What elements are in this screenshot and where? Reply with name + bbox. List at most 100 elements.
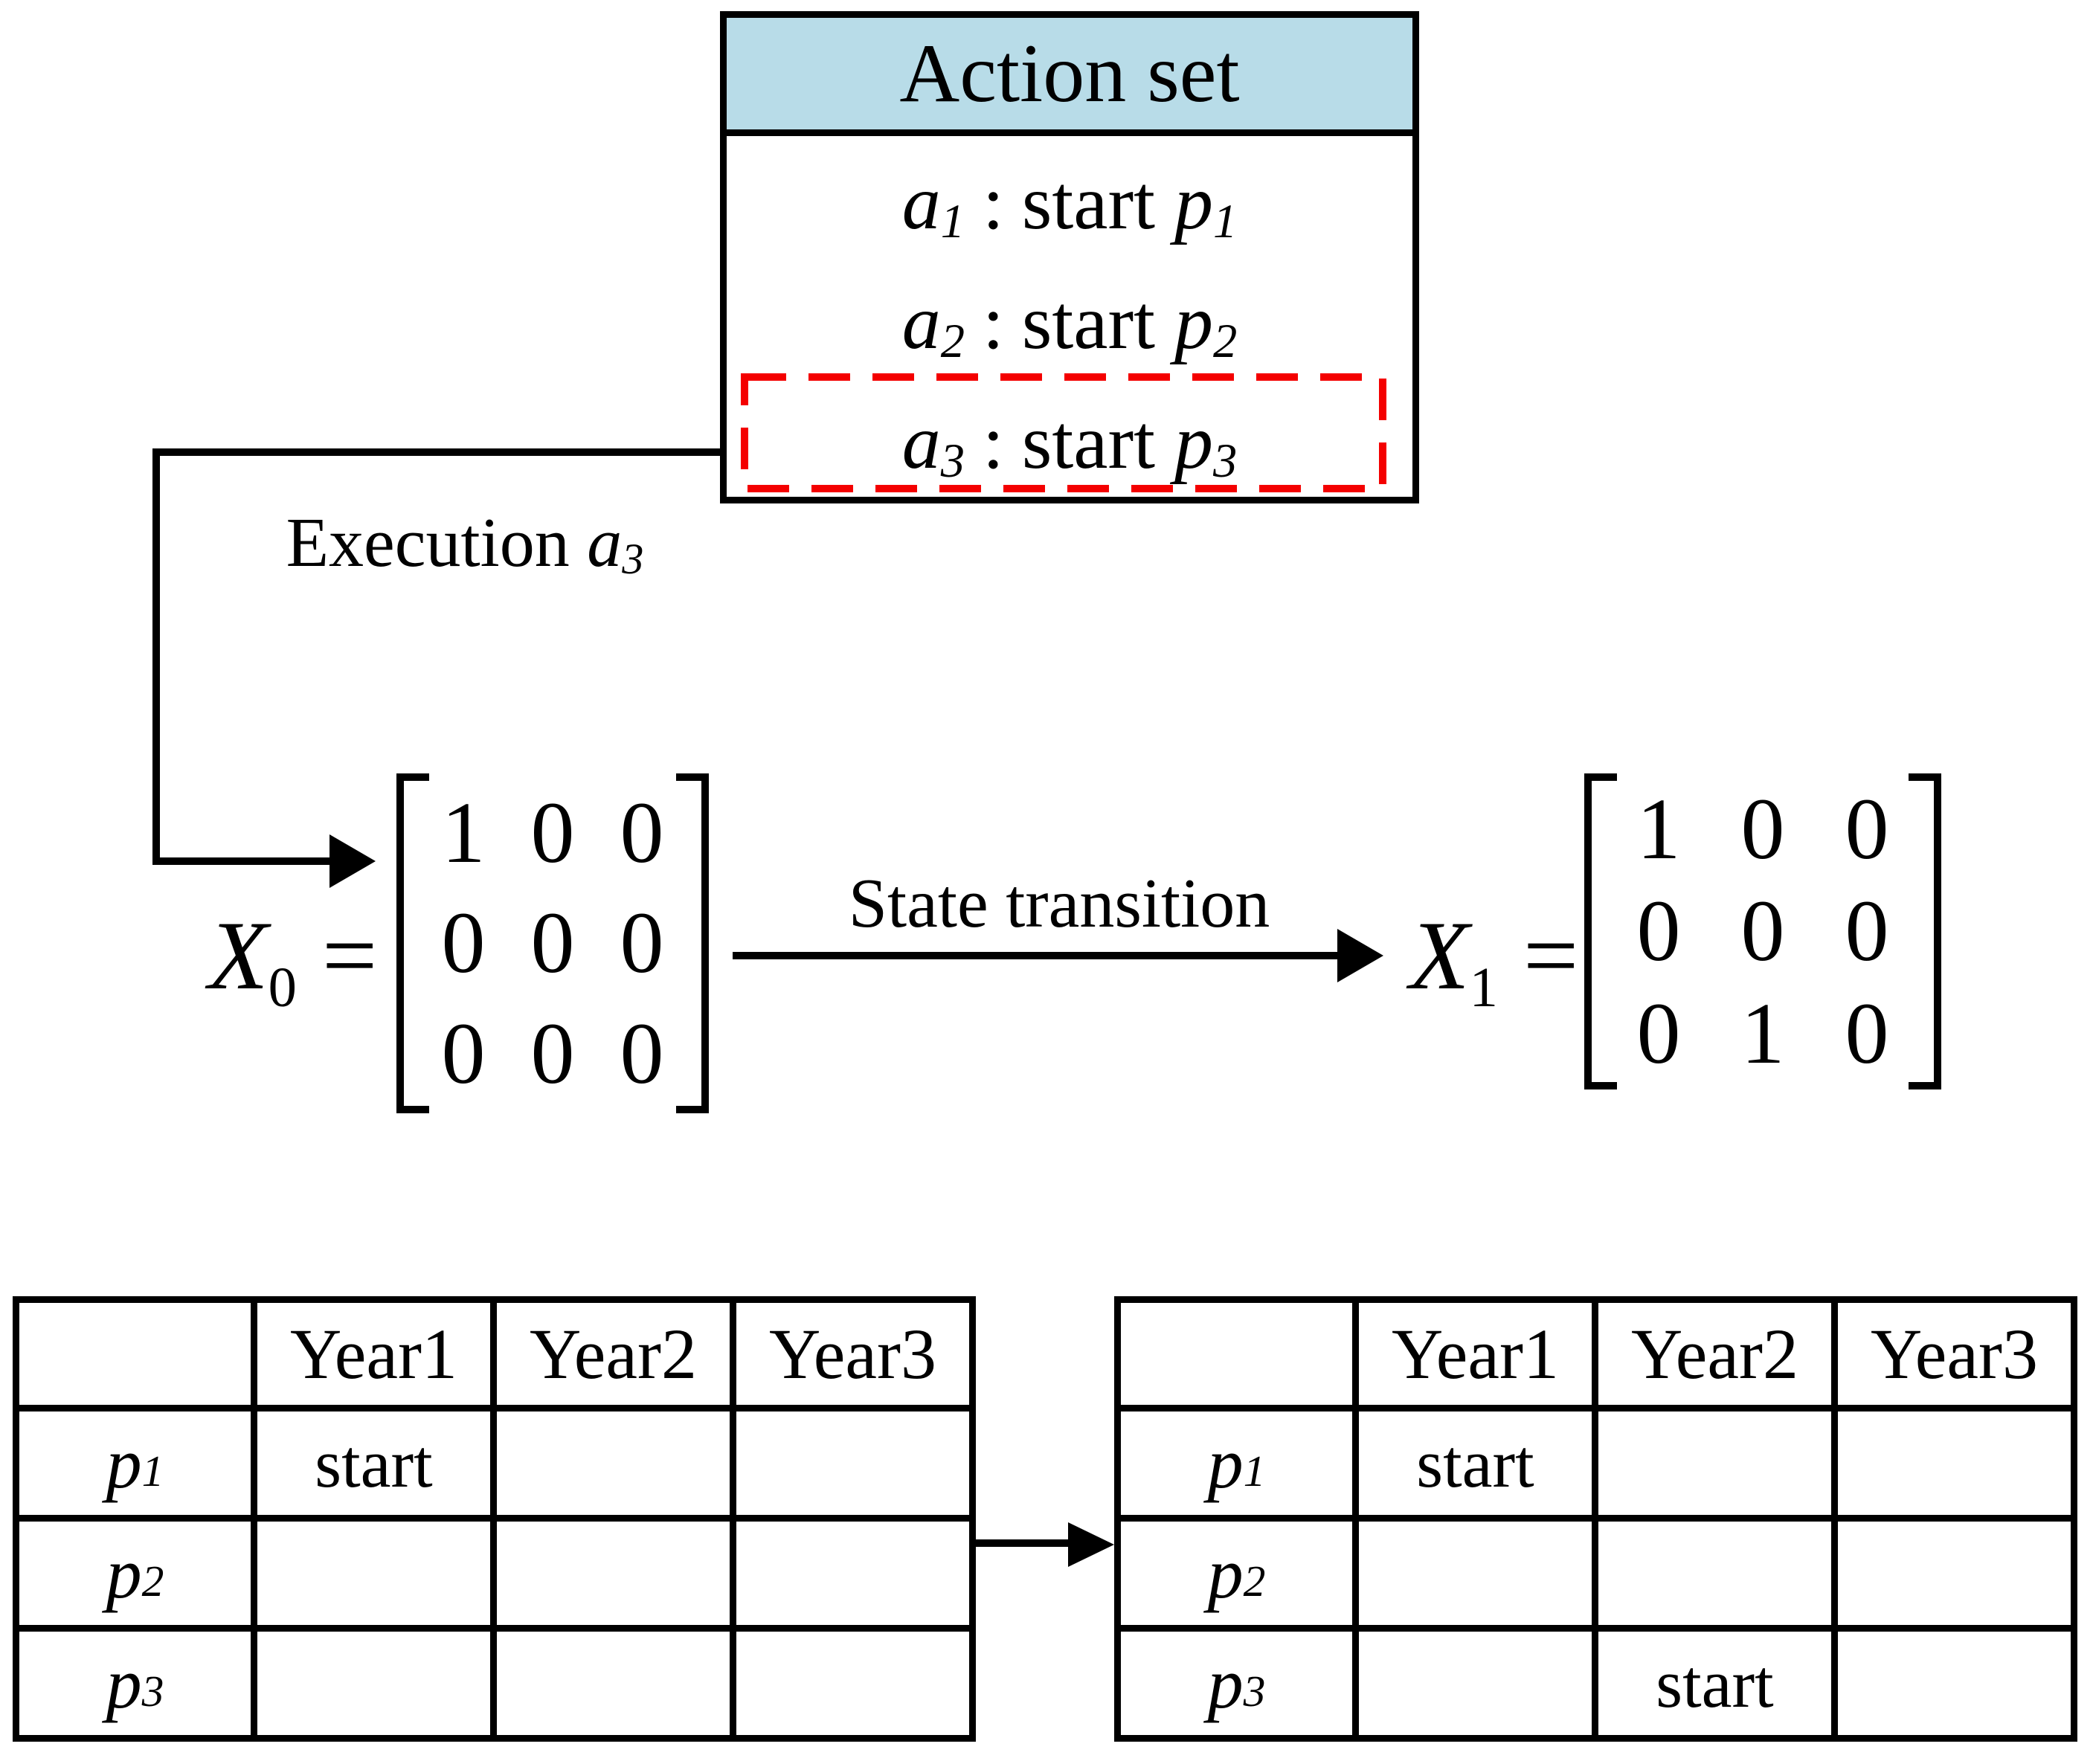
x0-cell-r1c2: 0 bbox=[530, 784, 575, 882]
x1-cell-r3c2: 1 bbox=[1740, 985, 1785, 1083]
x0-cell-r3c3: 0 bbox=[620, 1004, 664, 1102]
col-header-year3: Year3 bbox=[1838, 1303, 2071, 1405]
action-symbol-sub: 3 bbox=[940, 434, 965, 487]
cell-p1-year2 bbox=[497, 1411, 730, 1515]
execution-action-symbol: a bbox=[587, 504, 623, 582]
cell-p1-year3 bbox=[736, 1411, 969, 1515]
x1-cell-r3c1: 0 bbox=[1636, 985, 1681, 1083]
x1-cell-r2c2: 0 bbox=[1740, 882, 1785, 980]
row-symbol-sub: 1 bbox=[141, 1446, 164, 1496]
execution-label: Execution a3 bbox=[245, 502, 684, 584]
table-corner-cell bbox=[19, 1303, 251, 1405]
x0-cell-r3c2: 0 bbox=[530, 1004, 575, 1102]
x0-label: X0= bbox=[208, 892, 377, 1019]
action-colon: : bbox=[983, 399, 1004, 485]
cell-p3-year3 bbox=[736, 1632, 969, 1735]
project-symbol: p bbox=[1174, 399, 1213, 485]
action-verb: start bbox=[1021, 399, 1155, 485]
cell-p1-year1: start bbox=[257, 1411, 490, 1515]
cell-p3-year1 bbox=[1359, 1632, 1592, 1735]
row-symbol-sub: 1 bbox=[1243, 1446, 1266, 1496]
col-header-year2: Year2 bbox=[1598, 1303, 1831, 1405]
x1-cell-r1c3: 0 bbox=[1845, 779, 1889, 878]
state-transition-line bbox=[733, 952, 1339, 959]
table-transition-line bbox=[976, 1539, 1071, 1547]
row-symbol: p bbox=[1207, 1644, 1244, 1723]
row-symbol-sub: 3 bbox=[1243, 1666, 1266, 1716]
row-symbol-sub: 2 bbox=[141, 1556, 164, 1606]
cell-p3-year1 bbox=[257, 1632, 490, 1735]
x1-matrix-cells: 1 0 0 0 0 0 0 1 0 bbox=[1607, 778, 1919, 1085]
row-symbol: p bbox=[106, 1533, 142, 1613]
state-transition-label: State transition bbox=[848, 865, 1270, 942]
table-transition-arrowhead-icon bbox=[1068, 1522, 1114, 1567]
x0-symbol: X bbox=[208, 901, 269, 1010]
matrix-bracket-right bbox=[1909, 773, 1941, 1089]
elbow-line-vertical bbox=[152, 448, 160, 865]
table-corner-cell bbox=[1121, 1303, 1352, 1405]
project-symbol-sub: 2 bbox=[1212, 314, 1238, 367]
x0-cell-r1c1: 1 bbox=[441, 784, 486, 882]
elbow-arrowhead-icon bbox=[329, 834, 376, 888]
action-symbol: a bbox=[901, 280, 941, 365]
cell-p3-year3 bbox=[1838, 1632, 2071, 1735]
x0-cell-r3c1: 0 bbox=[441, 1004, 486, 1102]
matrix-bracket-left bbox=[396, 773, 429, 1113]
x0-subscript: 0 bbox=[268, 956, 297, 1020]
action-colon: : bbox=[983, 160, 1004, 245]
cell-p2-year2 bbox=[1598, 1522, 1831, 1625]
row-symbol-sub: 3 bbox=[141, 1666, 164, 1716]
project-symbol-sub: 3 bbox=[1212, 434, 1238, 487]
x1-label: X1= bbox=[1409, 892, 1578, 1019]
cell-p3-year2: start bbox=[1598, 1632, 1831, 1735]
project-symbol-sub: 1 bbox=[1212, 194, 1238, 248]
x0-cell-r1c3: 0 bbox=[620, 784, 664, 882]
x0-cell-r2c2: 0 bbox=[530, 894, 575, 992]
action-set-title: Action set bbox=[899, 27, 1240, 120]
x1-subscript: 1 bbox=[1469, 956, 1498, 1020]
x0-cell-r2c1: 0 bbox=[441, 894, 486, 992]
action-set-header: Action set bbox=[727, 18, 1412, 136]
action-symbol-sub: 1 bbox=[940, 194, 965, 248]
col-header-year2: Year2 bbox=[497, 1303, 730, 1405]
row-symbol: p bbox=[1207, 1533, 1244, 1613]
cell-p2-year2 bbox=[497, 1522, 730, 1625]
cell-p1-year3 bbox=[1838, 1411, 2071, 1515]
action-symbol-sub: 2 bbox=[940, 314, 965, 367]
elbow-line-bottom bbox=[152, 857, 331, 865]
project-symbol: p bbox=[1174, 280, 1213, 365]
project-symbol: p bbox=[1174, 160, 1213, 245]
action-verb: start bbox=[1021, 280, 1155, 365]
cell-p2-year3 bbox=[736, 1522, 969, 1625]
col-header-year3: Year3 bbox=[736, 1303, 969, 1405]
x1-cell-r2c3: 0 bbox=[1845, 882, 1889, 980]
col-header-year1: Year1 bbox=[1359, 1303, 1592, 1405]
matrix-bracket-left bbox=[1584, 773, 1617, 1089]
col-header-year1: Year1 bbox=[257, 1303, 490, 1405]
cell-p2-year1 bbox=[257, 1522, 490, 1625]
row-symbol: p bbox=[1207, 1423, 1244, 1503]
cell-p1-year2 bbox=[1598, 1411, 1831, 1515]
state-transition-arrowhead-icon bbox=[1337, 929, 1383, 982]
x1-cell-r1c2: 0 bbox=[1740, 779, 1785, 878]
x0-matrix-cells: 1 0 0 0 0 0 0 0 0 bbox=[419, 778, 687, 1109]
x1-matrix: 1 0 0 0 0 0 0 1 0 bbox=[1584, 773, 1941, 1089]
cell-p1-year1: start bbox=[1359, 1411, 1592, 1515]
cell-p3-year2 bbox=[497, 1632, 730, 1735]
row-symbol-sub: 2 bbox=[1243, 1556, 1266, 1606]
action-verb: start bbox=[1021, 160, 1155, 245]
